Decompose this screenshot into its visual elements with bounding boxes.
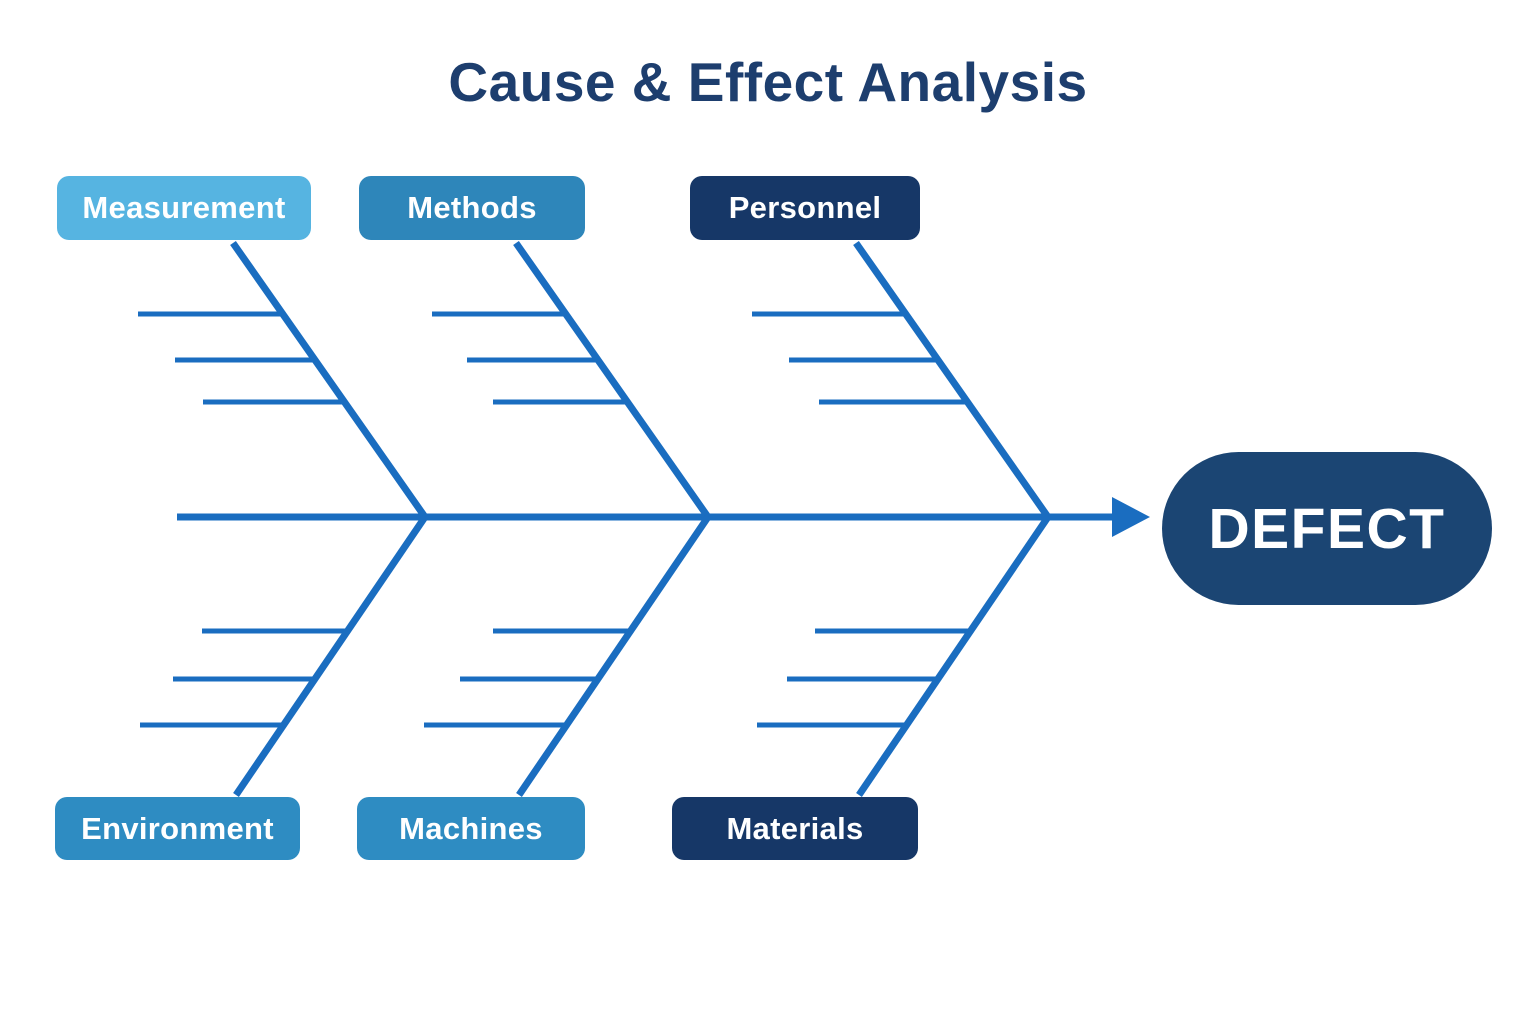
- branch-machines-bone: [516, 515, 711, 797]
- branch-materials-bone: [856, 515, 1051, 797]
- diagram-title: Cause & Effect Analysis: [448, 51, 1088, 113]
- branch-environment-bone: [233, 515, 428, 797]
- category-label-measurement: Measurement: [82, 190, 286, 225]
- effect-node: DEFECT: [1162, 452, 1492, 605]
- category-label-materials: Materials: [726, 810, 864, 846]
- category-box-measurement: Measurement: [57, 176, 311, 240]
- category-label-environment: Environment: [81, 810, 274, 846]
- category-box-methods: Methods: [359, 176, 585, 240]
- branch-methods-bone: [513, 240, 711, 520]
- effect-label: DEFECT: [1208, 496, 1446, 561]
- category-box-personnel: Personnel: [690, 176, 920, 240]
- category-label-machines: Machines: [399, 810, 543, 846]
- category-label-methods: Methods: [407, 190, 537, 225]
- category-box-environment: Environment: [55, 797, 300, 860]
- branch-personnel-bone: [853, 240, 1051, 520]
- category-box-machines: Machines: [357, 797, 585, 860]
- branch-measurement-bone: [230, 240, 428, 520]
- spine-arrowhead-icon: [1112, 497, 1150, 537]
- category-box-materials: Materials: [672, 797, 918, 860]
- category-label-personnel: Personnel: [728, 190, 882, 225]
